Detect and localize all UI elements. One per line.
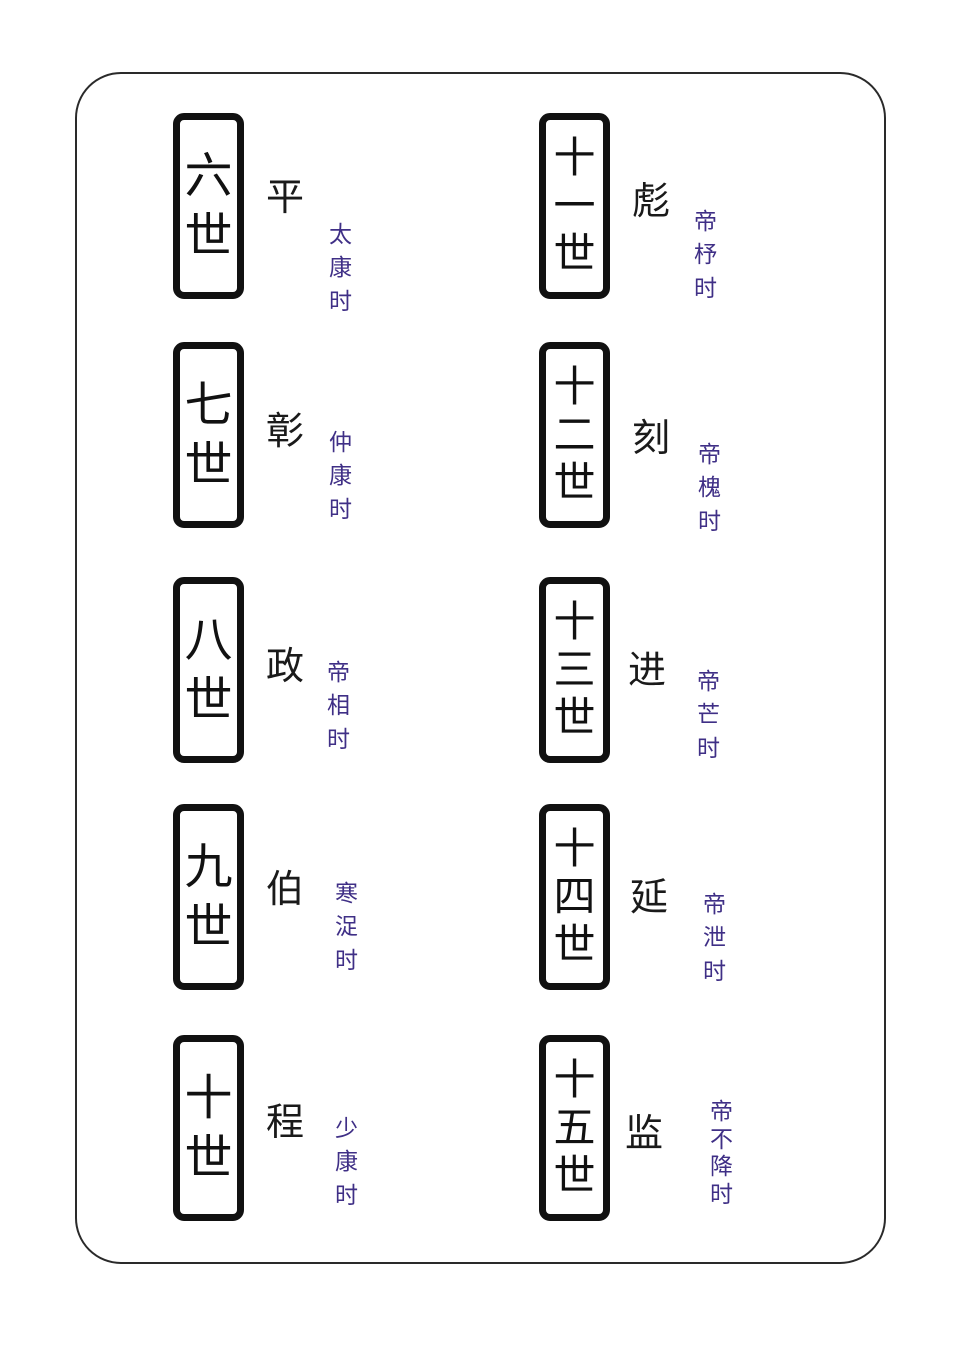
generation-badge-13: 十 三 世: [539, 577, 610, 763]
generation-char: 十: [184, 1070, 233, 1126]
generation-char: 世: [184, 437, 233, 493]
era-note: 帝 不 降 时: [710, 1099, 733, 1209]
generation-char: 七: [184, 377, 233, 433]
generation-char: 十: [553, 597, 596, 646]
era-note: 帝 槐 时: [698, 439, 721, 539]
era-note: 帝 相 时: [327, 657, 350, 757]
era-note-char: 时: [697, 735, 720, 762]
era-note-char: 帝: [327, 660, 350, 686]
era-note-char: 时: [329, 496, 352, 523]
era-note: 帝 芒 时: [697, 666, 720, 766]
generation-char: 世: [553, 458, 596, 507]
era-note-char: 时: [335, 947, 358, 974]
generation-char: 世: [553, 229, 596, 278]
ancestor-name: 伯: [266, 867, 305, 911]
era-note-char: 帝: [710, 1099, 733, 1125]
generation-char: 世: [184, 208, 233, 264]
era-note-char: 仲: [329, 430, 352, 456]
generation-badge-11: 十 一 世: [539, 113, 610, 299]
generation-char: 十: [553, 133, 596, 182]
ancestor-name: 彰: [266, 409, 305, 453]
generation-char: 十: [553, 824, 596, 873]
generation-badge-6: 六 世: [173, 113, 244, 299]
ancestor-name: 程: [266, 1100, 305, 1144]
generation-char: 世: [184, 899, 233, 955]
era-note-char: 泄: [703, 925, 726, 952]
era-note-char: 时: [329, 288, 352, 315]
era-note: 帝 杼 时: [694, 206, 717, 306]
generation-badge-7: 七 世: [173, 342, 244, 528]
era-note: 帝 泄 时: [703, 889, 726, 989]
generation-badge-8: 八 世: [173, 577, 244, 763]
era-note-char: 时: [710, 1181, 733, 1208]
era-note-char: 康: [335, 1149, 358, 1176]
generation-char: 一: [553, 181, 596, 230]
era-note-char: 浞: [335, 914, 358, 941]
era-note-char: 康: [329, 255, 352, 282]
era-note-char: 槐: [698, 475, 721, 502]
generation-char: 世: [184, 672, 233, 728]
era-note-char: 帝: [697, 669, 720, 695]
generation-char: 四: [553, 872, 596, 921]
ancestor-name: 进: [628, 648, 667, 692]
era-note-char: 太: [329, 222, 352, 248]
era-note-char: 降: [710, 1154, 733, 1181]
generation-char: 五: [553, 1103, 596, 1152]
ancestor-name: 刻: [632, 416, 671, 460]
generation-badge-12: 十 二 世: [539, 342, 610, 528]
era-note: 寒 浞 时: [335, 878, 358, 978]
ancestor-name: 平: [266, 175, 305, 219]
generation-char: 十: [553, 1055, 596, 1104]
ancestor-name: 彪: [632, 179, 671, 223]
generation-char: 二: [553, 410, 596, 459]
ancestor-name: 政: [266, 644, 305, 688]
ancestor-name: 延: [630, 875, 669, 919]
generation-badge-9: 九 世: [173, 804, 244, 990]
era-note-char: 帝: [703, 892, 726, 918]
generation-char: 世: [553, 693, 596, 742]
era-note-char: 杼: [694, 242, 717, 269]
era-note-char: 时: [703, 958, 726, 985]
generation-char: 世: [184, 1130, 233, 1186]
generation-char: 八: [184, 612, 233, 668]
ancestor-name: 监: [625, 1111, 664, 1155]
generation-char: 世: [553, 920, 596, 969]
era-note-char: 芒: [697, 702, 720, 729]
era-note-char: 时: [327, 726, 350, 753]
era-note-char: 不: [710, 1126, 733, 1153]
generation-char: 九: [184, 839, 233, 895]
generation-char: 世: [553, 1151, 596, 1200]
generation-badge-15: 十 五 世: [539, 1035, 610, 1221]
era-note-char: 寒: [335, 881, 358, 907]
era-note-char: 少: [335, 1116, 358, 1142]
generation-char: 十: [553, 362, 596, 411]
era-note-char: 时: [694, 275, 717, 302]
era-note: 少 康 时: [335, 1113, 358, 1213]
generation-char: 三: [553, 645, 596, 694]
era-note-char: 帝: [698, 442, 721, 468]
generation-char: 六: [184, 148, 233, 204]
era-note-char: 帝: [694, 209, 717, 235]
era-note: 太 康 时: [329, 219, 352, 319]
generation-badge-14: 十 四 世: [539, 804, 610, 990]
era-note-char: 时: [335, 1182, 358, 1209]
era-note: 仲 康 时: [329, 427, 352, 527]
era-note-char: 相: [327, 693, 350, 720]
era-note-char: 康: [329, 463, 352, 490]
era-note-char: 时: [698, 508, 721, 535]
generation-badge-10: 十 世: [173, 1035, 244, 1221]
